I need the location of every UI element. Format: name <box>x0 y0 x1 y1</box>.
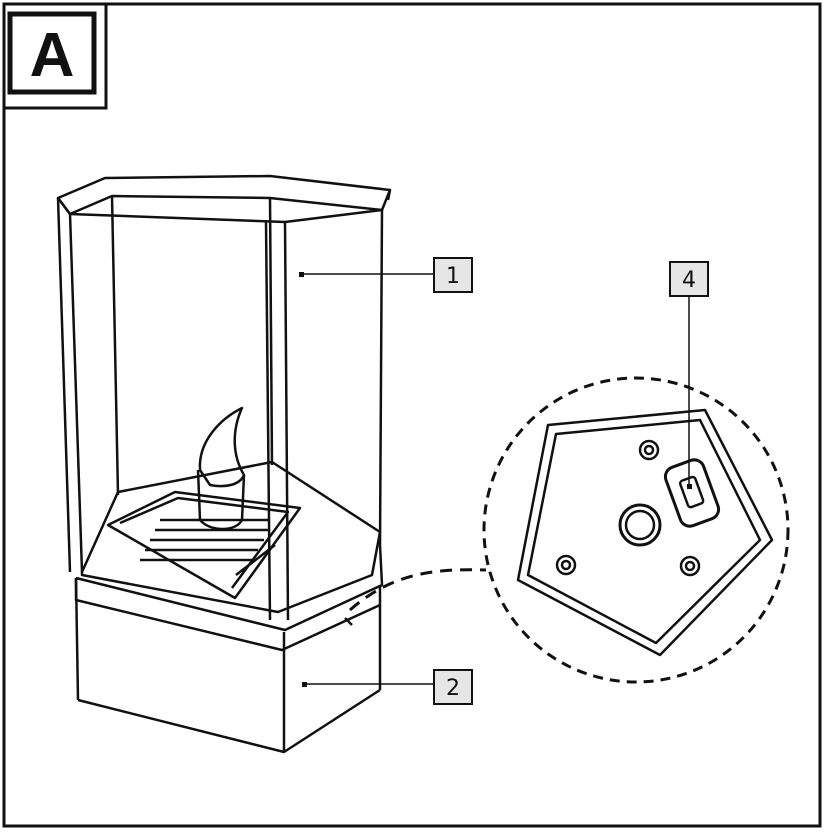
callout-1-label: 1 <box>446 264 460 289</box>
panel-label-tab <box>4 2 108 110</box>
burner-tray <box>106 490 302 600</box>
glass-edge-front-right <box>283 221 290 621</box>
glass-edge-left-inner <box>68 213 84 573</box>
foot-center <box>560 559 572 571</box>
base-notch <box>344 617 353 626</box>
detail-connector <box>349 568 487 612</box>
base-top-edge <box>75 544 384 632</box>
foot <box>679 555 701 577</box>
callout-2-label: 2 <box>446 676 460 701</box>
panel-label-box <box>7 11 97 95</box>
callout-2: 2 <box>302 669 473 705</box>
foot <box>638 439 660 461</box>
center-hole-inner <box>624 509 656 541</box>
glass-edge-left <box>56 197 72 573</box>
flame-icon <box>198 406 246 488</box>
underside-inner-outline <box>526 418 762 645</box>
base-underside <box>516 408 774 657</box>
callout-4-label: 4 <box>682 268 696 293</box>
callout-1-box <box>433 257 473 293</box>
glass-edge-right <box>378 209 384 546</box>
center-hole <box>618 503 662 547</box>
callout-4: 4 <box>669 261 709 489</box>
glass-top-rim <box>56 174 392 216</box>
callout-1-anchor <box>299 272 304 277</box>
glass-edge-right-top <box>386 189 392 201</box>
callout-4-box <box>669 261 709 297</box>
flame-column <box>196 469 246 531</box>
glass-top-front-edge <box>57 197 383 224</box>
callout-2-box <box>433 669 473 705</box>
switch-housing <box>663 458 721 528</box>
burner-slot-end <box>235 544 276 576</box>
glass-edge-back-left <box>110 195 120 496</box>
underside-outline <box>516 408 774 657</box>
detail-circle <box>482 376 790 684</box>
callout-4-anchor <box>687 484 692 489</box>
callout-2-anchor <box>302 682 307 687</box>
base-edge-left <box>74 577 80 701</box>
panel-label: A <box>30 21 75 90</box>
glass-edge-front-left <box>264 221 272 621</box>
fireplace-illustration <box>56 174 392 754</box>
inner-floor <box>80 460 382 614</box>
foot-center <box>684 560 696 572</box>
burner-tray-inner <box>119 496 290 589</box>
switch-icon <box>678 475 705 509</box>
foot <box>555 554 577 576</box>
glass-edge-back-right <box>268 197 274 466</box>
callout-1: 1 <box>299 257 473 293</box>
foot-center <box>643 444 655 456</box>
base-bottom-edge <box>77 688 381 754</box>
